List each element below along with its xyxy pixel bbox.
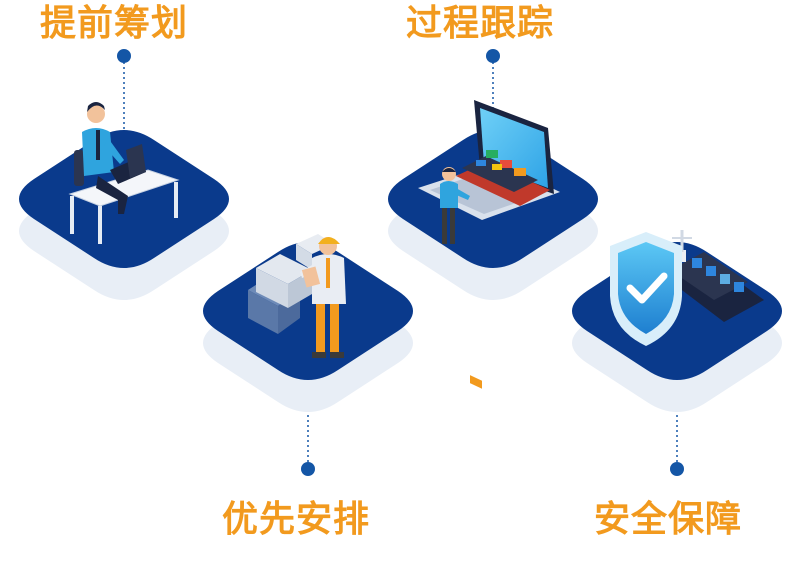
connector-dot-4 [670, 462, 684, 476]
worker-containers-icon [248, 234, 346, 358]
connector-dot-2 [486, 49, 500, 63]
step-label-planning: 提前筹划 [40, 3, 189, 44]
planning-office-icon [68, 102, 180, 244]
connector-dot-3 [301, 462, 315, 476]
platform-1 [19, 130, 229, 300]
step-label-priority: 优先安排 [222, 499, 371, 540]
step-label-tracking: 过程跟踪 [406, 3, 555, 44]
shield-check-icon [610, 230, 764, 346]
connector-dots [117, 49, 684, 476]
connector-dot-1 [117, 49, 131, 63]
connector-lines [123, 62, 678, 463]
laptop-ship-tracking-icon [418, 100, 560, 389]
step-label-safety: 安全保障 [594, 499, 743, 540]
